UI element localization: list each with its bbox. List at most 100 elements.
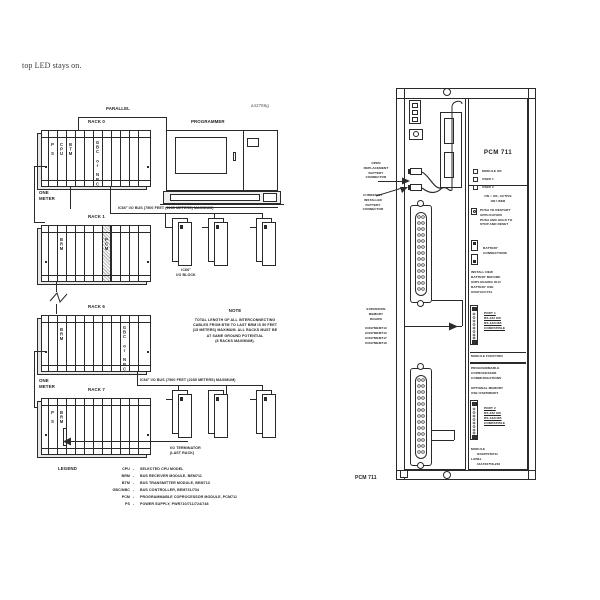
legend-sep: - [133, 481, 135, 485]
rack6-module-brm: BRM [58, 327, 64, 341]
legend-row: GBC/NBC - BUS CONTROLLER, BEM731/734 [86, 488, 306, 495]
legend-row: BTM - BUS TRANSMITTER MODULE, BEM713 [86, 481, 306, 488]
expansion-memory-part-1: IC697MEM715 [365, 331, 387, 335]
open-replacement-leader [378, 181, 408, 182]
rack0-body [41, 130, 151, 187]
pcm-dsub-1-screw-top [417, 200, 424, 207]
rack-break-line-upper [56, 282, 57, 292]
pcm-711-caption: PCM 711 [355, 475, 377, 481]
legend-sep: - [133, 474, 135, 478]
port-1-connector[interactable] [470, 305, 478, 345]
rack0-module-ps: P S [49, 142, 55, 156]
currently-installed-leader [376, 187, 408, 197]
programmer-label: PROGRAMMER [191, 119, 225, 124]
page-top-text: top LED stays on. [22, 61, 82, 70]
pcm-faceplate [468, 98, 528, 470]
legend-sep: - [133, 467, 135, 471]
figure-id-label: a42786g [251, 103, 269, 108]
port-2-label: PORT 2 RS-232 OR RS-422/485 COMPATIBLE [484, 406, 505, 425]
rack-break-line-lower [56, 304, 57, 314]
parallel-bus-line [78, 117, 166, 118]
pcm-battery-housing [440, 112, 462, 188]
legend-row: PCM - PROGRAMMABLE COPROCESSOR MODULE, P… [86, 495, 306, 502]
io-bus-label-top: IC66° I/O BUS (7500 FEET (2285 METERS) M… [118, 206, 214, 210]
io-bus-line-top [110, 213, 262, 214]
legend-desc: POWER SUPPLY, PWR710/711/724/748 [140, 502, 209, 506]
legend-sep: - [133, 502, 135, 506]
pcm-component-circle [413, 131, 419, 137]
faceplate-divider-3 [470, 362, 526, 364]
battery-connector-slot-1[interactable] [471, 240, 478, 251]
led-note: ON = OK, ACTIVE OR USER [484, 194, 512, 203]
rack6-body [41, 315, 151, 372]
pcm-rack-bottom-tab [400, 470, 408, 478]
expansion-memory-part-0: IC697MEM713 [365, 326, 387, 330]
rack6-module-gbc: GBC or NBC [121, 325, 127, 372]
rack7-body [41, 398, 151, 455]
programmer-indicator [233, 152, 236, 161]
io-block-6 [262, 394, 276, 438]
rack0-module-btm: BTM [67, 142, 73, 156]
led-label-module-ok: MODULE OK [482, 169, 502, 173]
open-replacement-callout: OPEN REPLACEMENT BATTERY CONNECTOR [363, 161, 389, 180]
pcm-dsub-1-shell [415, 212, 427, 296]
one-meter-label-bottom: ONE METER [39, 378, 55, 389]
one-meter-line-a [34, 166, 35, 222]
expansion-memory-part-3: IC697MEM719 [365, 341, 387, 345]
legend-sep: - [133, 488, 135, 492]
rack0-module-gbc: GBC or NBC [94, 140, 100, 187]
module-function-title: MODULE FUNCTION [471, 354, 503, 358]
legend-abbr: PCM [121, 495, 130, 499]
legend-desc: PROGRAMMABLE COPROCESSOR MODULE, PCM711 [140, 495, 238, 499]
gbc-to-iobus-line [110, 187, 111, 213]
expansion-memory-arrow-line [404, 326, 454, 327]
faceplate-divider-2 [470, 352, 526, 353]
pcm-rack-bottom-rail [396, 470, 536, 471]
legend-abbr: GBC/NBC [112, 488, 130, 492]
rack6-label: RACK 6 [88, 304, 105, 309]
rack1-pcm-slot-hatch [102, 225, 111, 282]
io-block-2 [214, 222, 228, 266]
legend-abbr: BTM [121, 481, 130, 485]
legend-desc: BUS CONTROLLER, BEM731/734 [140, 488, 200, 492]
rack7-module-ps: P S [49, 410, 55, 424]
programmer-screen [175, 137, 227, 174]
battery-connections-label: BATTERY CONNECTIONS [483, 246, 507, 255]
rack0-conn-dot-right [147, 166, 149, 168]
io-block-3 [262, 222, 276, 266]
one-meter-line-b [34, 351, 35, 407]
pcm-dsub-2-screw-bottom [417, 462, 424, 469]
led-label-user-1: USER 1 [482, 177, 494, 181]
port-2-connector[interactable] [470, 400, 478, 440]
led-module-ok [473, 169, 478, 174]
io-terminator-arrowhead [63, 437, 71, 446]
note-body: TOTAL LENGTH OF ALL INTERCONNECTING CABL… [192, 318, 278, 343]
pcm-battery-upper [444, 118, 454, 144]
battery-connector-slot-2[interactable] [471, 254, 478, 265]
currently-installed-callout: CURRENTLY INSTALLED BATTERY CONNECTOR [362, 193, 384, 212]
rack0-label: RACK 0 [88, 119, 105, 124]
io-terminator-part [63, 428, 67, 446]
programmer-keyboard-keys [170, 194, 260, 201]
optional-memory-label: OPTIONAL MEMORY USE IC697MEM71 [471, 386, 504, 395]
btm-to-rack1-line [70, 187, 71, 209]
faceplate-divider-1 [468, 185, 528, 186]
open-replacement-arrowhead [402, 177, 410, 185]
led-label-user-2: USER 2 [482, 185, 494, 189]
io-block-4 [178, 394, 192, 438]
io-block-label: IC66° I/O BLOCK [176, 268, 196, 277]
module-function-body: PROGRAMMABLE COPROCESSOR COMMUNICATIONS [471, 366, 502, 380]
pcm-dsub-2-pins [417, 378, 425, 454]
programmer-keypad [263, 193, 277, 202]
legend-list: CPU - SELECTED CPU MODEL BRM - BUS RECEI… [86, 467, 306, 509]
io-bus-line-bottom [137, 385, 262, 386]
port-2-pins [472, 407, 476, 435]
programmer-drive-slot [247, 138, 259, 147]
restart-button-dot [472, 210, 476, 213]
port-1-pins [472, 312, 476, 340]
break-zigzag-icon [49, 292, 68, 303]
parallel-label: PARALLEL [106, 106, 130, 111]
rack7-label: RACK 7 [88, 387, 105, 392]
parallel-bus-drop-left [78, 117, 79, 131]
